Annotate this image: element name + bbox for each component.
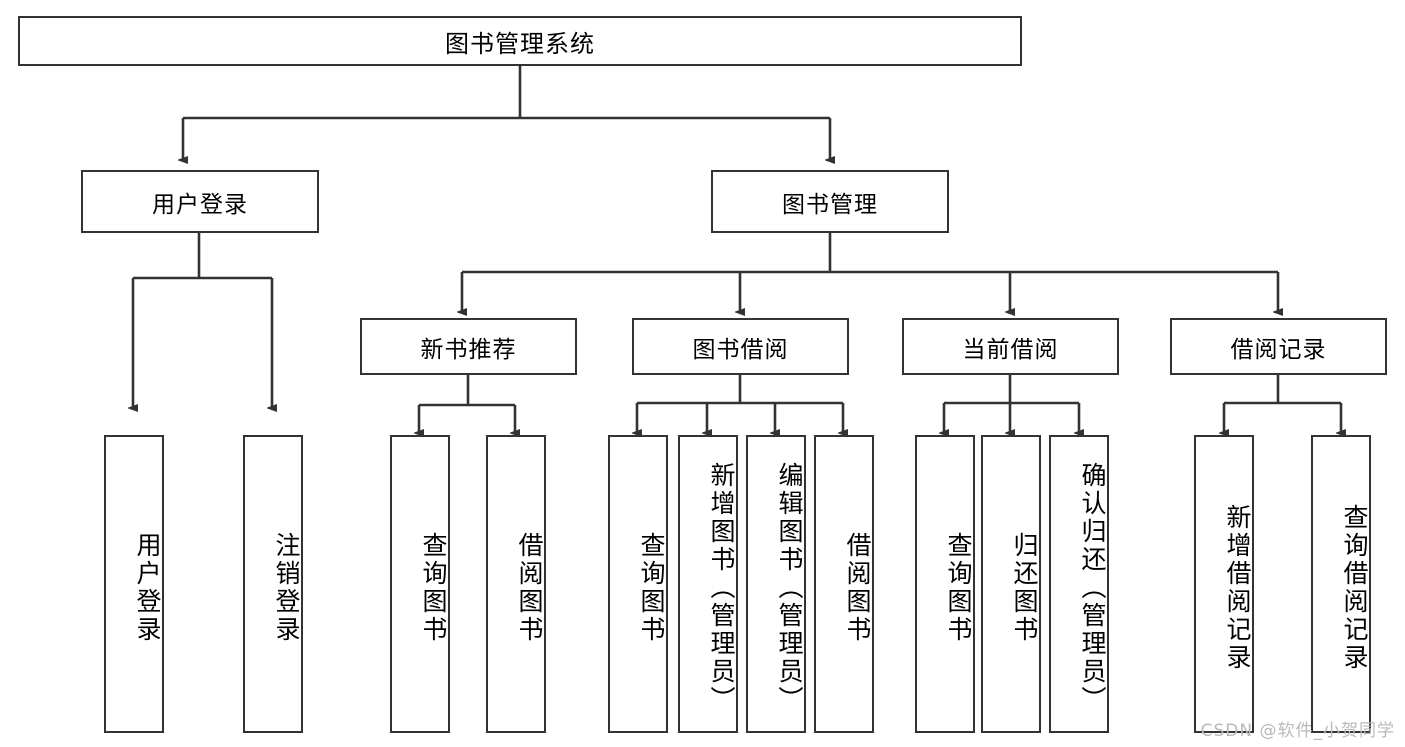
node-root-system[interactable]: 图书管理系统 <box>18 16 1022 66</box>
leaf-return-book[interactable]: 归还图书 <box>981 435 1041 733</box>
leaf-logout[interactable]: 注销登录 <box>243 435 303 733</box>
node-label: 用户登录 <box>152 191 248 218</box>
node-label: 查询图书 <box>637 532 666 644</box>
node-label: 新书推荐 <box>420 336 517 363</box>
node-book-borrow[interactable]: 图书借阅 <box>632 318 849 375</box>
node-label: 查询借阅记录 <box>1340 504 1369 672</box>
leaf-edit-book-admin[interactable]: 编辑图书（管理员） <box>746 435 806 733</box>
node-label: 新增借阅记录 <box>1223 504 1252 672</box>
leaf-query-book-borrow[interactable]: 查询图书 <box>608 435 668 733</box>
node-label: 借阅图书 <box>515 532 544 644</box>
node-label: 归还图书 <box>1010 532 1039 644</box>
node-label: 图书管理系统 <box>445 29 595 58</box>
node-new-book-recommend[interactable]: 新书推荐 <box>360 318 577 375</box>
node-label: 编辑图书（管理员） <box>775 462 804 714</box>
node-label: 图书管理 <box>782 191 878 218</box>
leaf-query-borrow-record[interactable]: 查询借阅记录 <box>1311 435 1371 733</box>
node-label: 查询图书 <box>419 532 448 644</box>
node-label: 借阅图书 <box>843 532 872 644</box>
node-label: 图书借阅 <box>692 336 789 363</box>
node-label: 借阅记录 <box>1230 336 1327 363</box>
node-label: 当前借阅 <box>962 336 1059 363</box>
watermark: CSDN @软件_小贺同学 <box>1200 721 1395 741</box>
node-label: 新增图书（管理员） <box>707 462 736 714</box>
node-user-login[interactable]: 用户登录 <box>81 170 319 233</box>
node-current-borrow[interactable]: 当前借阅 <box>902 318 1119 375</box>
leaf-borrow-book[interactable]: 借阅图书 <box>814 435 874 733</box>
node-borrow-record[interactable]: 借阅记录 <box>1170 318 1387 375</box>
node-label: 查询图书 <box>944 532 973 644</box>
leaf-add-book-admin[interactable]: 新增图书（管理员） <box>678 435 738 733</box>
leaf-confirm-return-admin[interactable]: 确认归还（管理员） <box>1049 435 1109 733</box>
leaf-add-borrow-record[interactable]: 新增借阅记录 <box>1194 435 1254 733</box>
node-label: 用户登录 <box>133 532 162 644</box>
node-book-management[interactable]: 图书管理 <box>711 170 949 233</box>
leaf-borrow-book-recommend[interactable]: 借阅图书 <box>486 435 546 733</box>
leaf-query-book-current[interactable]: 查询图书 <box>915 435 975 733</box>
leaf-user-login[interactable]: 用户登录 <box>104 435 164 733</box>
node-label: 注销登录 <box>272 532 301 644</box>
leaf-query-book-recommend[interactable]: 查询图书 <box>390 435 450 733</box>
node-label: 确认归还（管理员） <box>1078 462 1107 714</box>
